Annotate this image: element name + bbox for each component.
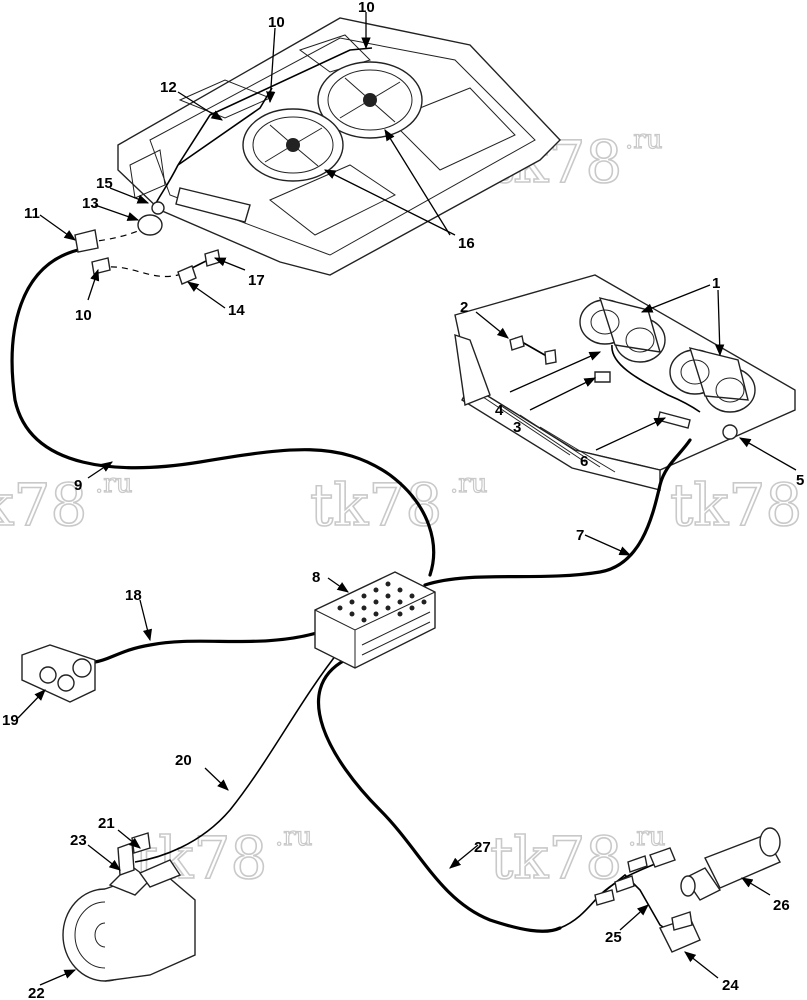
callout-5: 5 [796,472,804,489]
callout-21: 21 [98,815,115,832]
callout-10-top: 10 [358,0,375,16]
condenser-fan-right [317,61,423,139]
callout-leaders [17,12,797,986]
watermark-text: tk78 [670,471,802,539]
roof-condenser-unit [117,17,561,276]
watermark-suffix: .ru [275,822,312,852]
callout-22: 22 [28,985,45,1000]
main-harnesses [10,227,692,936]
watermark-suffix: .ru [625,125,662,155]
callout-6: 6 [580,453,588,470]
callout-16: 16 [458,235,475,252]
callout-12: 12 [160,79,177,96]
callout-9: 9 [74,477,82,494]
callout-13: 13 [82,195,99,212]
callout-10-fan: 10 [268,14,285,31]
callout-26: 26 [773,897,790,914]
control-panel [21,644,96,703]
callout-7: 7 [576,527,584,544]
callout-14: 14 [228,302,245,319]
callout-1: 1 [712,275,720,292]
watermark-text: tk78 [0,471,87,539]
callout-8: 8 [312,569,320,586]
callout-18: 18 [125,587,142,604]
water-pump [649,827,781,901]
callout-4: 4 [495,402,504,419]
callout-27: 27 [474,839,491,856]
condenser-fan-left [242,108,344,182]
watermark-suffix: .ru [95,469,132,499]
callout-25: 25 [605,929,622,946]
watermark-suffix: .ru [450,469,487,499]
callout-2: 2 [460,299,468,316]
solenoid-valve [594,855,701,953]
callout-15: 15 [96,175,113,192]
callout-11: 11 [24,205,40,222]
electrical-module [314,571,436,669]
watermark-bottom-right: tk78 .ru [489,821,666,892]
callout-19: 19 [2,712,19,729]
blower-right [669,347,756,413]
watermark-text: tk78 [490,824,622,892]
callout-24: 24 [722,977,739,994]
callout-10: 10 [75,307,92,324]
watermark-text: tk78 [310,471,442,539]
watermark-mid-right: tk78 [669,470,803,540]
compressor [62,832,196,982]
evaporator-unit [454,274,796,491]
callout-20: 20 [175,752,192,769]
callout-23: 23 [70,832,87,849]
watermark-layer: tk78 .ru tk78 .ru tk78 .ru tk78 .ru tk78… [0,124,803,892]
watermark-suffix: .ru [628,822,665,852]
watermark-mid-left: tk78 .ru [0,468,133,539]
callout-3: 3 [513,419,521,436]
callout-17: 17 [248,272,265,289]
watermark-mid-center: tk78 .ru [309,468,488,539]
